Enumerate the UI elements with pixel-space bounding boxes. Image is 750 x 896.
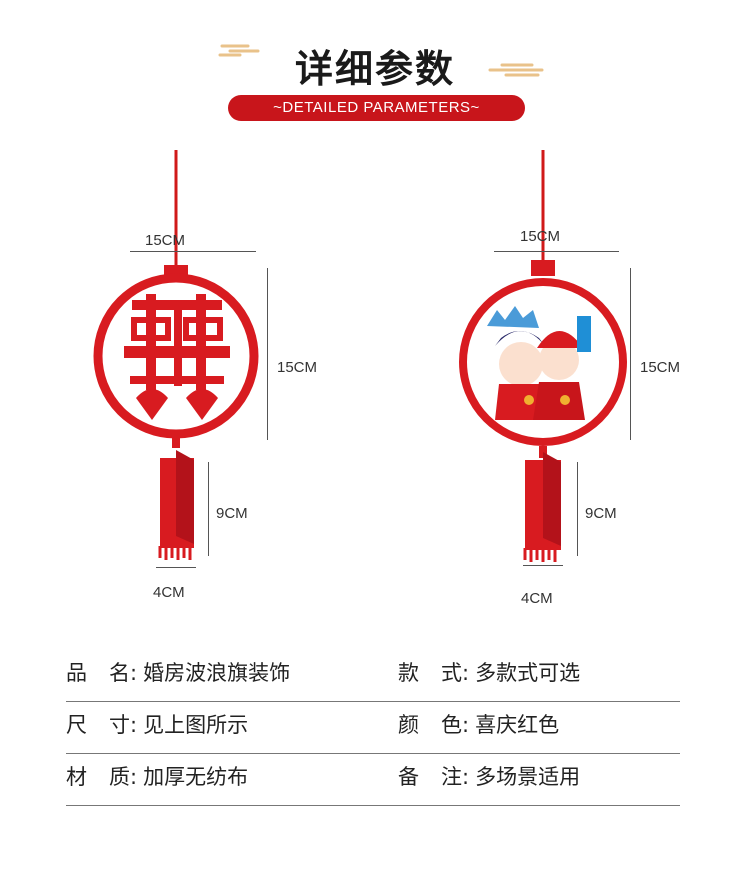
spec-value: 婚房波浪旗装饰 [143, 661, 291, 685]
spec-key: 款式 [398, 661, 484, 685]
left-tassel-height-label: 9CM [216, 505, 248, 522]
right-height-label: 15CM [640, 359, 681, 376]
right-width-label: 15CM [520, 228, 561, 245]
spec-separator: : [130, 713, 138, 737]
right-height-line [630, 268, 631, 440]
spec-separator: : [462, 713, 470, 737]
spec-key: 材质 [66, 765, 152, 789]
spec-value: 多款式可选 [475, 661, 581, 685]
spec-table: 品名:婚房波浪旗装饰 款式:多款式可选 尺寸:见上图所示 颜色:喜庆红色 材质:… [66, 650, 680, 806]
right-tassel-width-line [523, 565, 563, 566]
right-product-image [459, 150, 627, 562]
spec-key: 备注 [398, 765, 484, 789]
spec-separator: : [130, 661, 138, 685]
right-tassel-width-label: 4CM [521, 590, 553, 607]
left-tassel-height-line [208, 462, 209, 556]
spec-value: 多场景适用 [475, 765, 581, 789]
spec-separator: : [130, 765, 138, 789]
subtitle-banner: ~DETAILED PARAMETERS~ [228, 95, 525, 121]
right-tassel-height-label: 9CM [585, 505, 617, 522]
spec-color: 颜色:喜庆红色 [398, 702, 559, 753]
right-cloud-ornament [488, 63, 544, 77]
left-width-label: 15CM [145, 232, 186, 249]
right-width-line [494, 251, 619, 252]
spec-row: 品名:婚房波浪旗装饰 款式:多款式可选 [66, 650, 680, 702]
left-product-image [93, 150, 259, 560]
spec-style: 款式:多款式可选 [398, 650, 580, 701]
spec-key: 品名 [66, 661, 152, 685]
spec-row: 尺寸:见上图所示 颜色:喜庆红色 [66, 702, 680, 754]
spec-key: 颜色 [398, 713, 484, 737]
spec-separator: : [462, 661, 470, 685]
page-title: 详细参数 [294, 47, 455, 91]
spec-value: 见上图所示 [143, 713, 249, 737]
left-cloud-ornament [218, 44, 260, 57]
right-tassel-height-line [577, 462, 578, 556]
left-tassel-width-label: 4CM [153, 584, 185, 601]
spec-remark: 备注:多场景适用 [398, 754, 580, 805]
spec-key: 尺寸 [66, 713, 152, 737]
spec-separator: : [462, 765, 470, 789]
spec-material: 材质:加厚无纺布 [66, 754, 248, 805]
left-height-label: 15CM [277, 359, 318, 376]
left-width-line [130, 251, 256, 252]
spec-row: 材质:加厚无纺布 备注:多场景适用 [66, 754, 680, 806]
left-height-line [267, 268, 268, 440]
left-tassel-width-line [156, 567, 196, 568]
spec-product-name: 品名:婚房波浪旗装饰 [66, 650, 290, 701]
spec-value: 喜庆红色 [475, 713, 560, 737]
spec-size: 尺寸:见上图所示 [66, 702, 248, 753]
spec-value: 加厚无纺布 [143, 765, 249, 789]
